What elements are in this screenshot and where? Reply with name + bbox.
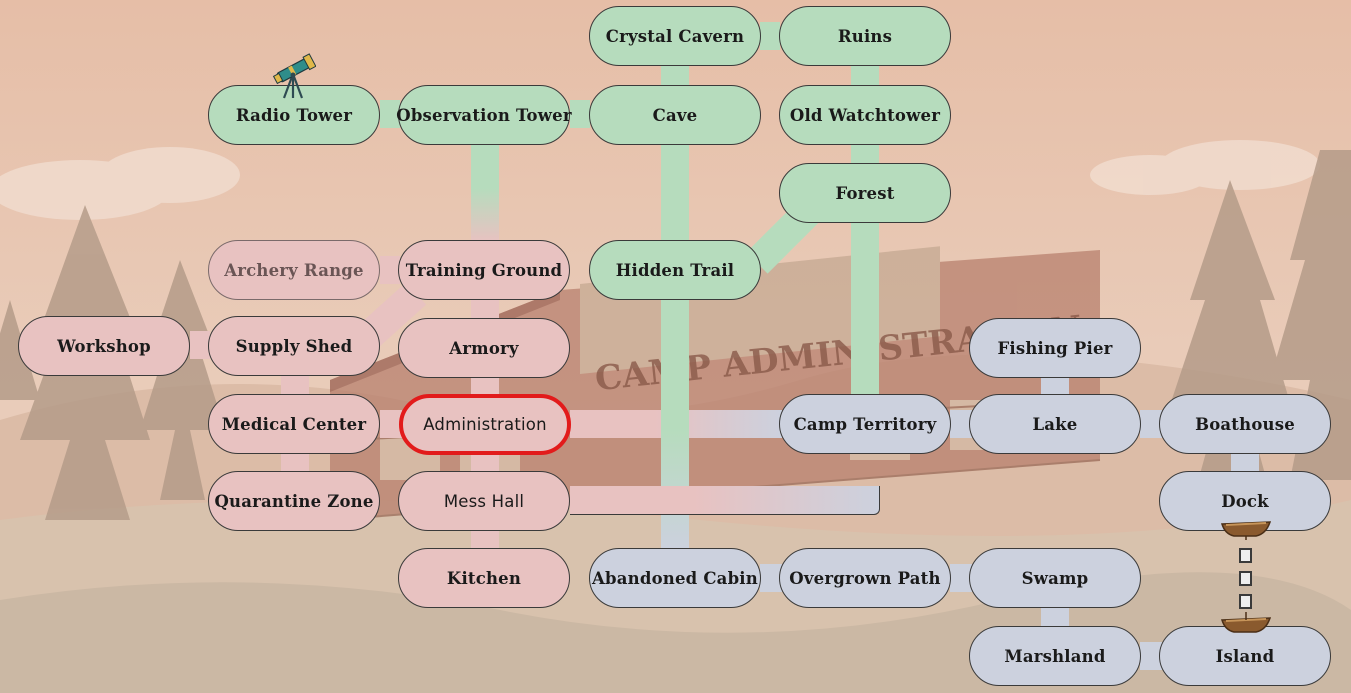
path-swamp-marshland bbox=[1041, 606, 1069, 628]
location-mess-hall[interactable]: Mess Hall bbox=[398, 471, 570, 531]
path-ruins-oldwatchtower bbox=[851, 66, 879, 86]
path-campterritory-lake bbox=[950, 410, 972, 438]
path-cave-abandonedcabin bbox=[661, 144, 689, 550]
path-fishingpier-lake bbox=[1041, 376, 1069, 398]
location-quarantine-zone[interactable]: Quarantine Zone bbox=[208, 471, 380, 531]
location-camp-territory[interactable]: Camp Territory bbox=[779, 394, 951, 454]
ferry-route-marker bbox=[1239, 548, 1252, 563]
path-crystalcavern-cave bbox=[661, 66, 689, 86]
path-medical-quarantine bbox=[281, 452, 309, 474]
location-swamp[interactable]: Swamp bbox=[969, 548, 1141, 608]
path-radiotower-observation bbox=[380, 100, 400, 128]
location-medical-center[interactable]: Medical Center bbox=[208, 394, 380, 454]
location-ruins[interactable]: Ruins bbox=[779, 6, 951, 66]
location-forest[interactable]: Forest bbox=[779, 163, 951, 223]
location-lake[interactable]: Lake bbox=[969, 394, 1141, 454]
path-crystalcavern-ruins bbox=[760, 22, 780, 50]
telescope-icon bbox=[272, 53, 316, 99]
location-cave[interactable]: Cave bbox=[589, 85, 761, 145]
location-administration[interactable]: Administration bbox=[399, 394, 571, 455]
location-overgrown-path[interactable]: Overgrown Path bbox=[779, 548, 951, 608]
location-observation-tower[interactable]: Observation Tower bbox=[396, 85, 572, 145]
path-lake-boathouse bbox=[1140, 410, 1162, 438]
path-medical-admin bbox=[380, 410, 402, 438]
location-workshop[interactable]: Workshop bbox=[18, 316, 190, 376]
location-island[interactable]: Island bbox=[1159, 626, 1331, 686]
path-oldwatchtower-forest bbox=[851, 144, 879, 164]
ferry-route-marker bbox=[1239, 594, 1252, 609]
location-hidden-trail[interactable]: Hidden Trail bbox=[589, 240, 761, 300]
path-forest-campterritory bbox=[851, 222, 879, 396]
location-fishing-pier[interactable]: Fishing Pier bbox=[969, 318, 1141, 378]
path-marshland-island bbox=[1140, 642, 1162, 670]
location-old-watchtower[interactable]: Old Watchtower bbox=[779, 85, 951, 145]
location-kitchen[interactable]: Kitchen bbox=[398, 548, 570, 608]
ferry-route-marker bbox=[1239, 571, 1252, 586]
location-marshland[interactable]: Marshland bbox=[969, 626, 1141, 686]
boat-icon bbox=[1221, 612, 1272, 633]
path-observation-training bbox=[471, 144, 499, 242]
boat-icon bbox=[1221, 521, 1272, 540]
location-archery-range[interactable]: Archery Range bbox=[208, 240, 380, 300]
location-supply-shed[interactable]: Supply Shed bbox=[208, 316, 380, 376]
path-workshop-supply bbox=[190, 331, 210, 359]
path-messhall-kitchen bbox=[471, 530, 499, 552]
path-armory-admin bbox=[471, 376, 499, 398]
path-cabin-overgrown bbox=[760, 564, 782, 592]
location-armory[interactable]: Armory bbox=[398, 318, 570, 378]
path-training-armory bbox=[471, 298, 499, 320]
path-messhall-campterritory bbox=[570, 486, 880, 515]
location-boathouse[interactable]: Boathouse bbox=[1159, 394, 1331, 454]
path-admin-messhall bbox=[471, 452, 499, 474]
path-archery-training bbox=[380, 256, 400, 284]
location-crystal-cavern[interactable]: Crystal Cavern bbox=[589, 6, 761, 66]
path-boathouse-dock bbox=[1231, 452, 1259, 474]
location-abandoned-cabin[interactable]: Abandoned Cabin bbox=[589, 548, 761, 608]
location-dock[interactable]: Dock bbox=[1159, 471, 1331, 531]
path-observation-cave bbox=[570, 100, 590, 128]
location-training-ground[interactable]: Training Ground bbox=[398, 240, 570, 300]
path-overgrown-swamp bbox=[950, 564, 972, 592]
